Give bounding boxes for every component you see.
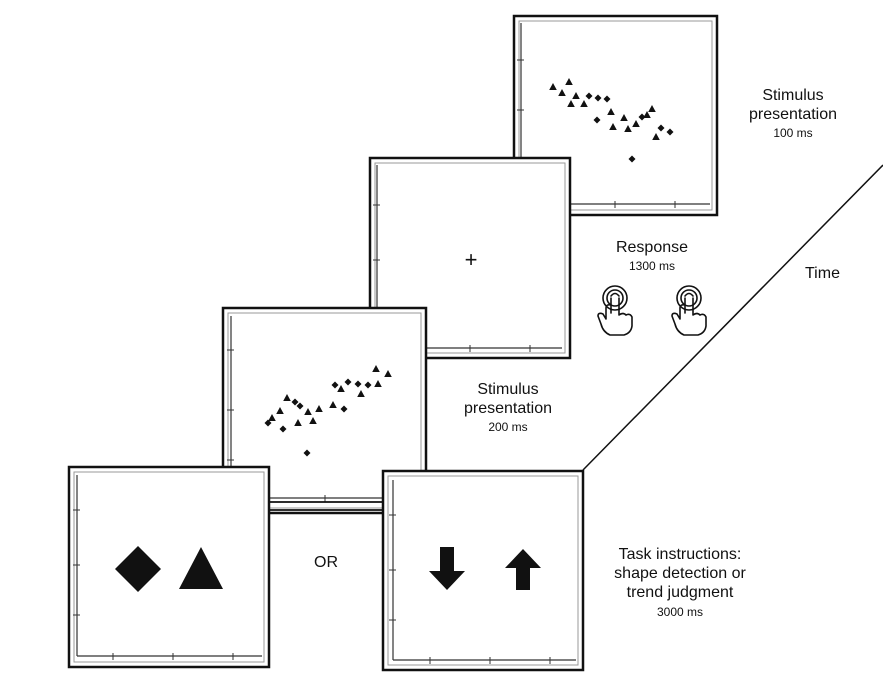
scatter-triangle-marker xyxy=(558,89,566,96)
scatter-diamond-marker xyxy=(657,124,665,132)
scatter-triangle-marker xyxy=(567,100,575,107)
scatter-triangle-marker xyxy=(315,405,323,412)
arrow-up-icon xyxy=(505,549,541,590)
scatter-triangle-marker xyxy=(549,83,557,90)
stimulus-scatter-descending xyxy=(549,78,674,163)
scatter-diamond-marker xyxy=(585,92,593,100)
scatter-diamond-marker xyxy=(603,95,611,103)
stimulus-100ms-duration: 100 ms xyxy=(773,126,813,141)
scatter-diamond-marker xyxy=(303,449,311,457)
stimulus-200ms-duration: 200 ms xyxy=(488,420,528,435)
finger-tap-icon xyxy=(671,285,707,336)
scatter-triangle-marker xyxy=(624,125,632,132)
scatter-diamond-marker xyxy=(594,94,602,102)
scatter-diamond-marker xyxy=(364,381,372,389)
stimulus-200ms-title2: presentation xyxy=(463,400,553,418)
scatter-diamond-marker xyxy=(344,378,352,386)
fixation-cross: + xyxy=(465,247,478,272)
response-duration: 1300 ms xyxy=(628,259,676,274)
scatter-triangle-marker xyxy=(652,133,660,140)
scatter-triangle-marker xyxy=(609,123,617,130)
stimulus-scatter-ascending xyxy=(264,365,392,457)
scatter-triangle-marker xyxy=(294,419,302,426)
scatter-triangle-marker xyxy=(643,111,651,118)
scatter-diamond-marker xyxy=(331,381,339,389)
response-title: Response xyxy=(615,239,689,256)
task-title-line2: shape detection or xyxy=(614,565,746,583)
scatter-triangle-marker xyxy=(384,370,392,377)
scatter-diamond-marker xyxy=(296,402,304,410)
screen-task-shape xyxy=(67,465,271,669)
scatter-diamond-marker xyxy=(340,405,348,413)
diamond-icon xyxy=(115,546,161,592)
scatter-triangle-marker xyxy=(620,114,628,121)
scatter-triangle-marker xyxy=(632,120,640,127)
stimulus-100ms-label: Stimulus presentation 100 ms xyxy=(735,86,851,141)
time-axis-label: Time xyxy=(805,265,840,282)
task-duration: 3000 ms xyxy=(656,604,704,619)
scatter-triangle-marker xyxy=(607,108,615,115)
scatter-triangle-marker xyxy=(309,417,317,424)
scatter-diamond-marker xyxy=(593,116,601,124)
screen-task-trend xyxy=(381,469,585,672)
scatter-triangle-marker xyxy=(580,100,588,107)
scatter-diamond-marker xyxy=(666,128,674,136)
task-title-line3: trend judgment xyxy=(626,584,734,602)
scatter-diamond-marker xyxy=(279,425,287,433)
triangle-icon xyxy=(179,547,223,589)
scatter-triangle-marker xyxy=(374,380,382,387)
stimulus-200ms-title: Stimulus xyxy=(477,381,539,398)
scatter-triangle-marker xyxy=(648,105,656,112)
arrow-down-icon xyxy=(429,547,465,590)
stimulus-200ms-label: Stimulus presentation 200 ms xyxy=(448,380,568,435)
scatter-diamond-marker xyxy=(264,419,272,427)
response-label: Response 1300 ms xyxy=(592,238,712,274)
scatter-diamond-marker xyxy=(628,155,636,163)
scatter-diamond-marker xyxy=(638,113,646,121)
finger-tap-icon xyxy=(597,285,633,336)
scatter-triangle-marker xyxy=(565,78,573,85)
task-instructions-label: Task instructions: shape detection or tr… xyxy=(592,545,768,619)
or-label: OR xyxy=(314,554,338,571)
scatter-triangle-marker xyxy=(572,92,580,99)
scatter-triangle-marker xyxy=(276,407,284,414)
scatter-triangle-marker xyxy=(304,408,312,415)
scatter-diamond-marker xyxy=(291,398,299,406)
time-arrow-line xyxy=(582,164,883,471)
scatter-triangle-marker xyxy=(329,401,337,408)
scatter-triangle-marker xyxy=(268,414,276,421)
scatter-triangle-marker xyxy=(357,390,365,397)
task-title-line1: Task instructions: xyxy=(618,546,742,563)
stimulus-100ms-title2: presentation xyxy=(748,106,838,124)
scatter-triangle-marker xyxy=(372,365,380,372)
stimulus-100ms-title: Stimulus xyxy=(762,87,824,104)
scatter-triangle-marker xyxy=(283,394,291,401)
scatter-triangle-marker xyxy=(337,385,345,392)
scatter-diamond-marker xyxy=(354,380,362,388)
